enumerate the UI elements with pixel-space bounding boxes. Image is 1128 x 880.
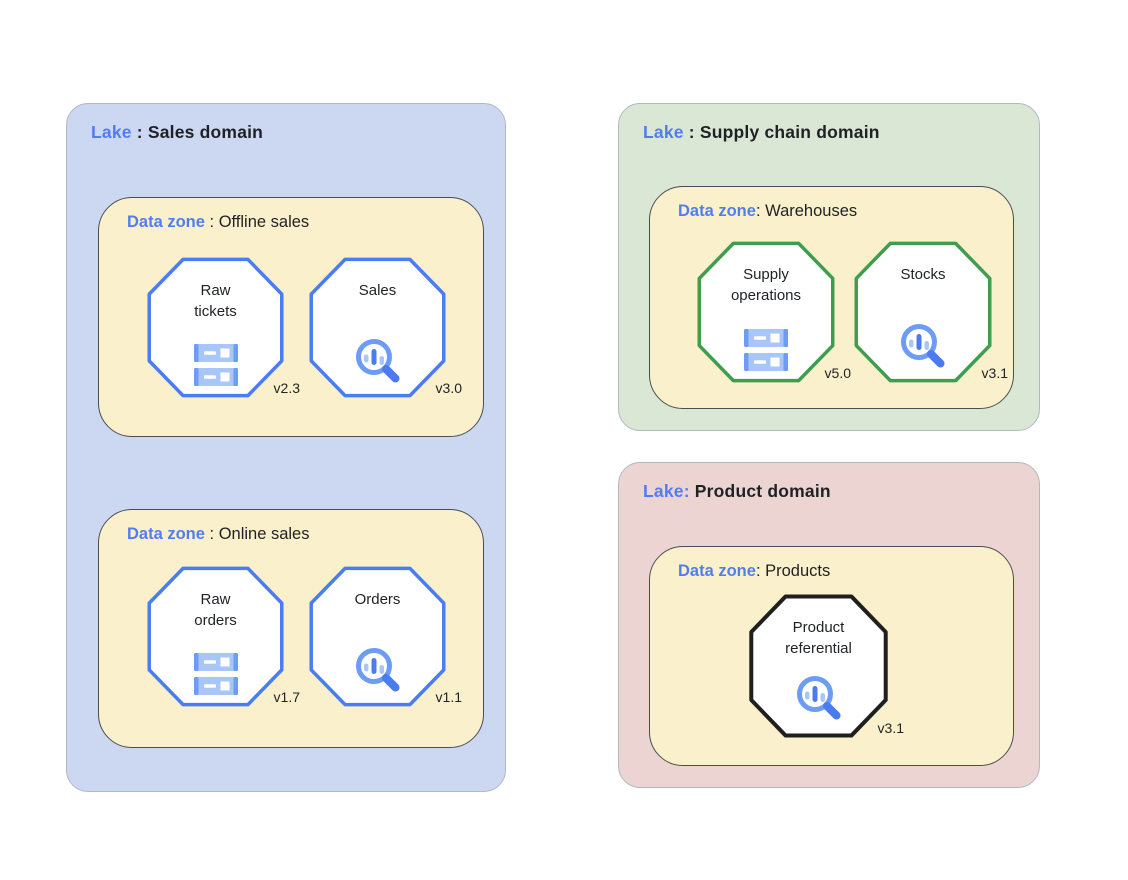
storage-icon: [193, 652, 239, 696]
entity-version: v1.7: [273, 689, 300, 705]
lake-sales-title: Lake : Sales domain: [91, 122, 263, 143]
search-icon: [353, 337, 403, 387]
zone-offline-sales: Data zone : Offline sales Raw tickets: [98, 197, 484, 437]
entity-label: Orders: [354, 591, 401, 608]
octagon-shape: [695, 239, 837, 385]
lake-label: Lake: [643, 122, 684, 142]
lake-label: Lake: [91, 122, 132, 142]
lake-product-panel: Lake: Product domain Data zone: Products…: [618, 462, 1040, 788]
octagon-shape: [747, 592, 890, 740]
entity-version: v2.3: [273, 380, 300, 396]
entity-version: v5.0: [824, 365, 851, 381]
search-icon: [353, 646, 403, 696]
lake-product-title: Lake: Product domain: [643, 481, 831, 502]
entity-orders: Orders v1.1: [307, 564, 462, 709]
entity-label: Sales: [358, 282, 397, 299]
zone-products-title: Data zone: Products: [678, 562, 830, 581]
entity-version: v3.0: [435, 380, 462, 396]
entity-version: v3.1: [877, 720, 904, 736]
lake-supply-chain-panel: Lake : Supply chain domain Data zone: Wa…: [618, 103, 1040, 431]
zone-products: Data zone: Products Product referential: [649, 546, 1014, 766]
zone-name: : Products: [755, 562, 831, 580]
entity-label: Product referential: [785, 619, 852, 657]
zone-name: : Offline sales: [204, 213, 310, 231]
lake-name: : Sales domain: [131, 122, 264, 142]
zone-online-sales-title: Data zone : Online sales: [127, 525, 310, 544]
search-icon: [898, 322, 948, 372]
zone-name: : Online sales: [204, 525, 310, 543]
lake-supply-chain-title: Lake : Supply chain domain: [643, 122, 880, 143]
entity-sales: Sales v3.0: [307, 255, 462, 400]
lake-name: Product domain: [689, 481, 831, 501]
data-zone-label: Data zone: [127, 525, 205, 543]
octagon-shape: [852, 239, 994, 385]
entity-product-referential: Product referential v3.1: [747, 592, 904, 740]
octagon-shape: [145, 564, 286, 709]
entity-version: v3.1: [981, 365, 1008, 381]
entity-label: Raw orders: [194, 591, 237, 629]
octagon-shape: [145, 255, 286, 400]
octagon-shape: [307, 564, 448, 709]
entity-label: Raw tickets: [194, 282, 237, 320]
data-zone-label: Data zone: [678, 202, 756, 220]
zone-offline-sales-title: Data zone : Offline sales: [127, 213, 309, 232]
lake-name: : Supply chain domain: [683, 122, 880, 142]
entity-label: Stocks: [900, 266, 946, 283]
data-zone-label: Data zone: [127, 213, 205, 231]
zone-online-sales: Data zone : Online sales Raw orders: [98, 509, 484, 748]
entity-label: Supply operations: [730, 266, 802, 304]
storage-icon: [743, 328, 789, 372]
storage-icon: [193, 343, 239, 387]
zone-warehouses: Data zone: Warehouses Supply operations: [649, 186, 1014, 409]
entity-raw-tickets: Raw tickets v2.3: [145, 255, 300, 400]
entity-version: v1.1: [435, 689, 462, 705]
lake-sales-panel: Lake : Sales domain Data zone : Offline …: [66, 103, 506, 792]
zone-name: : Warehouses: [755, 202, 858, 220]
search-icon: [794, 674, 844, 724]
entity-raw-orders: Raw orders v1.7: [145, 564, 300, 709]
octagon-shape: [307, 255, 448, 400]
entity-stocks: Stocks v3.1: [852, 239, 1008, 385]
lake-label: Lake:: [643, 481, 690, 501]
zone-warehouses-title: Data zone: Warehouses: [678, 202, 857, 221]
entity-supply-operations: Supply operations v5.0: [695, 239, 851, 385]
data-zone-label: Data zone: [678, 562, 756, 580]
